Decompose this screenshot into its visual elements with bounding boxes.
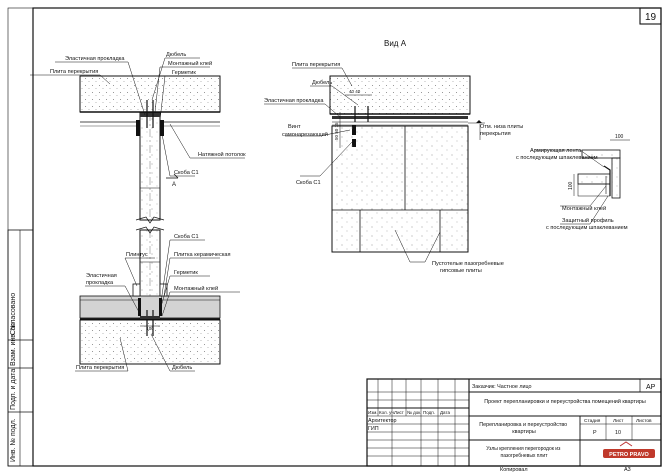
side-stamp: Согласовано Взам. инв. № Подп. и дата Ин… [7, 229, 34, 467]
dim-bottom: 100 [146, 326, 154, 331]
tb-header-sign: Подп. [423, 410, 435, 415]
label-view-a-elastic-pad: Эластичная прокладка [264, 98, 324, 104]
label-reinforcing-tape-1: Армирующая лента [530, 148, 582, 154]
label-board-bottom-mark-1: Отм. низа плиты [480, 124, 523, 130]
label-stretch-ceiling: Натяжной потолок [198, 151, 246, 158]
label-elastic-pad-top: Эластичная прокладка [65, 56, 125, 62]
tb-drawing-2: пазогребневых плит [500, 453, 548, 459]
label-protective-profile: Защитный профиль с последующим шпаклеван… [546, 217, 628, 231]
left-section-detail: 100 А [30, 52, 246, 372]
tb-stage-label: Стадия [584, 418, 601, 424]
label-view-a-screw: Винт самонарезающий [282, 124, 328, 138]
tb-role-gip: ГИП [368, 426, 379, 432]
label-slab-top: Плита перекрытия [50, 69, 98, 75]
copy-label: Копировал [500, 467, 528, 473]
stamp-sign-date: Подп. и дата [10, 369, 17, 410]
tb-sheets-label: Листов [636, 418, 652, 424]
label-ceramic-tile: Плитка керамическая [174, 252, 231, 258]
label-view-a-bracket: Скоба С1 [296, 180, 321, 186]
title-block [366, 378, 662, 467]
company-logo: PETRO PRAVO [603, 441, 655, 458]
label-protective-profile-1: Защитный профиль [562, 217, 614, 224]
label-plinth: Плинтус [126, 252, 148, 258]
label-slab-bottom: Плита перекрытия [76, 365, 124, 371]
label-elastic-pad-bottom-1: Эластичная [86, 273, 117, 279]
tb-sheet: 10 [615, 430, 621, 436]
label-gypsum-boards-1: Пустотелые пазогребневые [432, 261, 504, 267]
corner-dim-side: 100 [568, 181, 574, 190]
label-gypsum-boards-2: гипсовые плиты [440, 268, 482, 274]
label-reinforcing-tape: Армирующая лента с последующим шпаклеван… [516, 148, 598, 161]
label-dowel-top: Дюбель [166, 52, 186, 58]
bottom-slab [79, 319, 221, 365]
label-view-a-dowel: Дюбель [312, 80, 332, 86]
stamp-inv-original: Инв. № подл. [10, 418, 17, 462]
tb-header-list: Лист [394, 410, 404, 415]
dim-4040: 40 40 [349, 89, 361, 94]
label-corner-mounting-glue: Монтажный клей [562, 205, 606, 212]
label-elastic-pad-bottom-2: прокладка [86, 280, 114, 286]
label-view-a-screw-2: самонарезающий [282, 131, 328, 138]
tb-sheet-label: Лист [613, 418, 624, 424]
tb-section-1: Перепланировка и переустройство [479, 421, 567, 428]
label-bracket-c1-top: Скоба С1 [174, 170, 199, 176]
tb-section: Перепланировка и переустройство квартиры [479, 421, 568, 435]
tb-code: АР [646, 384, 656, 391]
tb-drawing: Узлы крепления перегородок из пазогребне… [486, 446, 562, 459]
label-board-bottom-mark: Отм. низа плиты перекрытия [480, 124, 525, 137]
label-protective-profile-2: с последующим шпаклеванием [546, 225, 628, 231]
section-mark-a: А [172, 182, 176, 188]
label-bracket-c1-bottom: Скоба С1 [174, 234, 199, 240]
page-number: 19 [645, 12, 657, 23]
floor-screed [79, 295, 221, 319]
title-block-text: Заказчик: Частное лицо АР Проект перепла… [368, 384, 656, 459]
tb-header-izm: Изм. [368, 410, 378, 415]
label-dowel-bottom: Дюбель [172, 365, 192, 371]
label-elastic-pad-bottom: Эластичная прокладка [86, 273, 118, 286]
top-slab [79, 75, 221, 113]
tb-stage: Р [593, 430, 597, 436]
dims-vertical: 50 50 15 [334, 122, 339, 140]
view-a-title: Вид А [384, 39, 407, 48]
tb-header-doc: № док. [407, 410, 421, 415]
view-a-detail: Вид А 50 50 15 40 40 [264, 39, 525, 274]
label-mounting-glue-top: Монтажный клей [168, 60, 212, 67]
tb-role-architect: Архитектор [368, 418, 396, 424]
logo-text: PETRO PRAVO [609, 452, 649, 458]
gypsum-board-wall [331, 125, 469, 253]
tb-header-date: Дата [440, 410, 450, 415]
label-mounting-glue-bottom: Монтажный клей [174, 285, 218, 292]
stamp-replaced-inv: Взам. инв. № [10, 323, 17, 366]
tb-section-2: квартиры [512, 429, 536, 435]
corner-detail: 100 100 Армирующая лента с последующим ш… [516, 134, 630, 231]
format-label: А3 [624, 467, 631, 473]
tb-customer: Заказчик: Частное лицо [472, 384, 532, 390]
label-reinforcing-tape-2: с последующим шпаклеванием [516, 155, 598, 161]
label-view-a-slab: Плита перекрытия [292, 62, 340, 68]
corner-dim-top: 100 [615, 134, 624, 140]
tb-header-koluch: Кол. уч. [379, 410, 395, 415]
label-sealant-top: Герметик [172, 70, 196, 76]
label-view-a-screw-1: Винт [288, 124, 301, 130]
label-board-bottom-mark-2: перекрытия [480, 131, 511, 137]
tb-project: Проект перепланировки и переустройства п… [484, 398, 646, 405]
stamp-agreed: Согласовано [10, 293, 17, 335]
label-sealant-bottom: Герметик [174, 270, 198, 276]
tb-drawing-1: Узлы крепления перегородок из [486, 446, 561, 452]
label-gypsum-boards: Пустотелые пазогребневые гипсовые плиты [432, 261, 505, 274]
